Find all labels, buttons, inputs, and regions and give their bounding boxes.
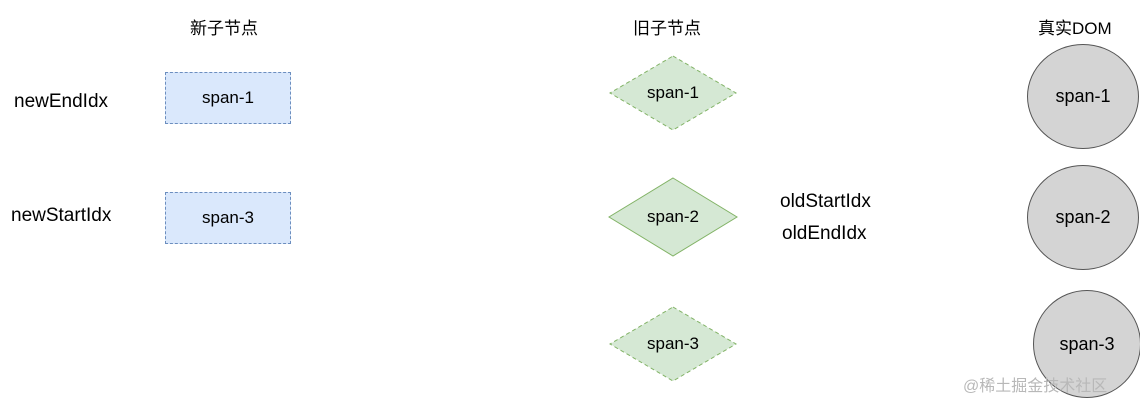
old-end-idx-label: oldEndIdx xyxy=(782,223,867,244)
old-node-span-3-shape xyxy=(609,306,737,382)
old-start-idx-label: oldStartIdx xyxy=(780,191,871,212)
new-children-heading: 新子节点 xyxy=(190,19,258,38)
watermark: @稀土掘金技术社区 xyxy=(963,378,1108,395)
old-node-span-1-shape xyxy=(609,55,737,131)
old-node-span-3: span-3 xyxy=(608,305,738,383)
new-end-idx-label: newEndIdx xyxy=(14,91,109,112)
old-node-span-2: span-2 xyxy=(607,176,739,258)
old-children-heading: 旧子节点 xyxy=(633,19,701,38)
dom-node-span-2: span-2 xyxy=(1027,165,1139,270)
old-node-span-1-label: span-1 xyxy=(647,83,699,102)
dom-node-span-3: span-3 xyxy=(1033,290,1140,398)
old-node-span-2-label: span-2 xyxy=(647,207,699,226)
dom-node-span-1: span-1 xyxy=(1027,44,1139,149)
old-node-span-3-label: span-3 xyxy=(647,334,699,353)
real-dom-heading: 真实DOM xyxy=(1038,19,1112,38)
new-start-idx-label: newStartIdx xyxy=(11,205,112,226)
new-node-span-1: span-1 xyxy=(165,72,291,124)
old-node-span-2-shape xyxy=(608,177,738,257)
new-node-span-3: span-3 xyxy=(165,192,291,244)
old-node-span-1: span-1 xyxy=(608,54,738,132)
